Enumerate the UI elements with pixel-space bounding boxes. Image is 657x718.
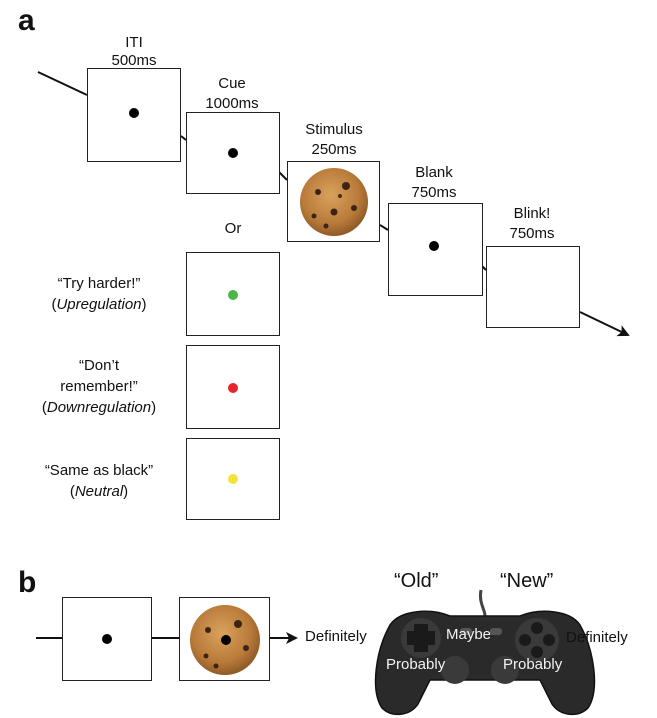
fixation-dot <box>102 634 112 644</box>
stimulus-title: Stimulus <box>305 121 363 138</box>
right-definitely-label: Definitely <box>566 629 628 646</box>
iti-title: ITI <box>125 34 143 51</box>
neutral-name: (Neutral) <box>69 483 129 500</box>
blink-title: Blink! <box>513 205 551 222</box>
downregulation-name: (Downregulation) <box>41 399 157 416</box>
blank-duration: 750ms <box>411 184 457 201</box>
iti-box <box>87 68 181 162</box>
fixation-dot <box>129 108 139 118</box>
new-label: “New” <box>500 570 554 592</box>
cookie-image <box>190 605 260 675</box>
panel-b-label: b <box>18 566 37 599</box>
upregulation-name: (Upregulation) <box>51 296 147 313</box>
green-dot <box>228 290 238 300</box>
cue-title: Cue <box>218 75 246 92</box>
downregulation-quote-1: “Don’t <box>78 357 119 374</box>
stimulus-duration: 250ms <box>311 141 357 158</box>
cue-duration: 1000ms <box>205 95 259 112</box>
blink-box <box>486 246 580 328</box>
cue-box <box>186 112 280 194</box>
downregulation-cue-box <box>186 345 280 429</box>
yellow-dot <box>228 474 238 484</box>
maybe-label: Maybe <box>446 626 492 643</box>
upregulation-name-text: Upregulation <box>56 296 142 313</box>
downregulation-quote-2: remember!” <box>60 378 138 395</box>
downregulation-name-text: Downregulation <box>46 399 152 416</box>
fixation-dot <box>429 241 439 251</box>
stimulus-box <box>287 161 380 242</box>
neutral-name-text: Neutral <box>74 483 124 500</box>
test-fixation-box <box>62 597 152 681</box>
cookie-image <box>300 168 368 236</box>
upregulation-quote: “Try harder!” <box>57 275 141 292</box>
fixation-dot <box>228 148 238 158</box>
neutral-cue-box <box>186 438 280 520</box>
or-label: Or <box>224 220 242 237</box>
neutral-quote: “Same as black” <box>44 462 154 479</box>
left-probably-label: Probably <box>386 656 446 673</box>
blank-box <box>388 203 483 296</box>
old-label: “Old” <box>394 570 439 592</box>
left-definitely-label: Definitely <box>305 628 367 645</box>
test-stimulus-box <box>179 597 270 681</box>
red-dot <box>228 383 238 393</box>
iti-duration: 500ms <box>111 52 157 69</box>
right-probably-label: Probably <box>503 656 563 673</box>
blank-title: Blank <box>415 164 453 181</box>
blink-duration: 750ms <box>509 225 555 242</box>
panel-a-label: a <box>18 4 35 37</box>
upregulation-cue-box <box>186 252 280 336</box>
